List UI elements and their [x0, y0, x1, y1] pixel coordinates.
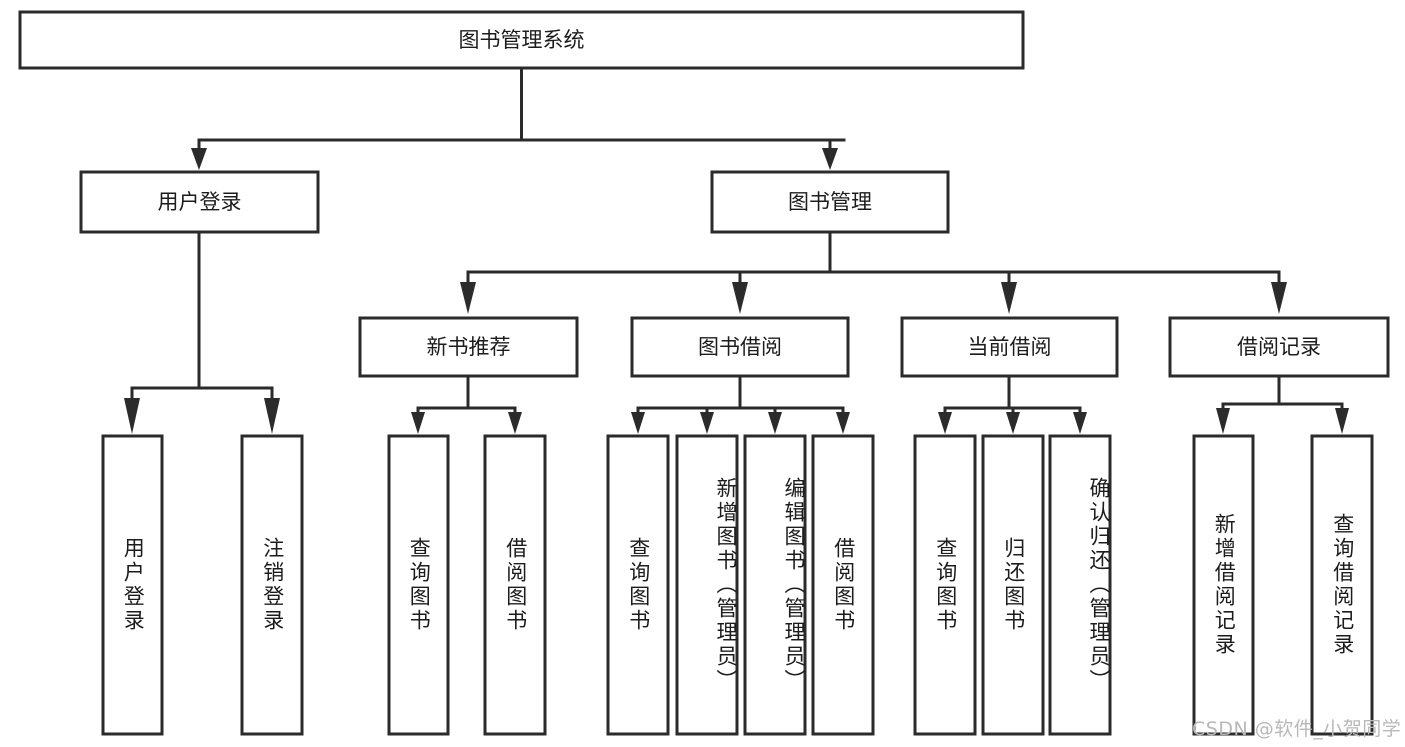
node-box-leaf-edit-book[interactable]: [743, 434, 807, 736]
arrow-head-leaf-borrow-book-2: [836, 412, 850, 434]
node-box-new-book-recommend[interactable]: [358, 316, 579, 378]
node-box-leaf-user-logout[interactable]: [240, 434, 304, 736]
node-box-leaf-borrow-book-1[interactable]: [483, 434, 547, 736]
node-box-leaf-borrow-book-2[interactable]: [811, 434, 875, 736]
arrow-head-borrow-record: [1271, 282, 1287, 314]
node-box-root[interactable]: [18, 10, 1025, 70]
node-box-leaf-query-record[interactable]: [1310, 434, 1374, 736]
arrow-head-leaf-borrow-book-1: [508, 412, 522, 434]
node-box-current-borrow[interactable]: [900, 316, 1119, 378]
arrow-head-user-login: [191, 148, 207, 170]
node-label-book-borrow: 图书借阅: [698, 335, 782, 359]
node-box-borrow-record[interactable]: [1168, 316, 1390, 378]
node-label-user-login: 用户登录: [158, 190, 242, 214]
arrow-head-leaf-edit-book: [768, 412, 782, 434]
node-box-leaf-query-book-1[interactable]: [387, 434, 450, 736]
node-box-leaf-add-book[interactable]: [675, 434, 739, 736]
node-box-leaf-query-book-2[interactable]: [606, 434, 670, 736]
node-label-new-book-recommend: 新书推荐: [427, 335, 511, 359]
arrow-head-leaf-query-record: [1335, 408, 1349, 434]
node-box-leaf-return-book[interactable]: [981, 434, 1045, 736]
node-box-leaf-confirm-return[interactable]: [1048, 434, 1112, 736]
arrow-head-leaf-user-login: [124, 398, 140, 434]
node-box-group: 图书管理系统 用户登录 图书管理 新书推荐 图书借阅 当前借阅 借阅记录: [18, 10, 1390, 736]
arrow-head-leaf-return-book: [1006, 412, 1020, 434]
arrow-head-leaf-user-logout: [264, 398, 280, 434]
arrow-head-new-book-recommend: [460, 282, 476, 314]
node-label-root: 图书管理系统: [459, 28, 585, 52]
node-label-borrow-record: 借阅记录: [1237, 335, 1321, 359]
node-box-book-management[interactable]: [710, 170, 950, 234]
connector-group: [124, 66, 1349, 434]
node-label-current-borrow: 当前借阅: [968, 335, 1052, 359]
watermark-text: CSDN @软件_小贺同学: [1192, 718, 1402, 740]
node-box-book-borrow[interactable]: [630, 316, 850, 378]
node-label-book-management: 图书管理: [788, 190, 872, 214]
node-box-leaf-add-record[interactable]: [1192, 434, 1255, 736]
arrow-head-leaf-query-book-3: [938, 412, 952, 434]
arrow-head-leaf-add-record: [1216, 408, 1230, 434]
arrow-head-leaf-add-book: [700, 412, 714, 434]
arrow-head-book-borrow: [732, 282, 748, 314]
arrow-head-current-borrow: [1001, 282, 1017, 314]
node-box-leaf-user-login[interactable]: [101, 434, 164, 736]
arrow-head-leaf-query-book-2: [631, 412, 645, 434]
arrow-head-book-management: [822, 148, 838, 170]
node-box-leaf-query-book-3[interactable]: [913, 434, 977, 736]
node-box-user-login[interactable]: [79, 170, 320, 234]
arrow-head-leaf-confirm-return: [1073, 412, 1087, 434]
arrow-head-leaf-query-book-1: [411, 412, 425, 434]
